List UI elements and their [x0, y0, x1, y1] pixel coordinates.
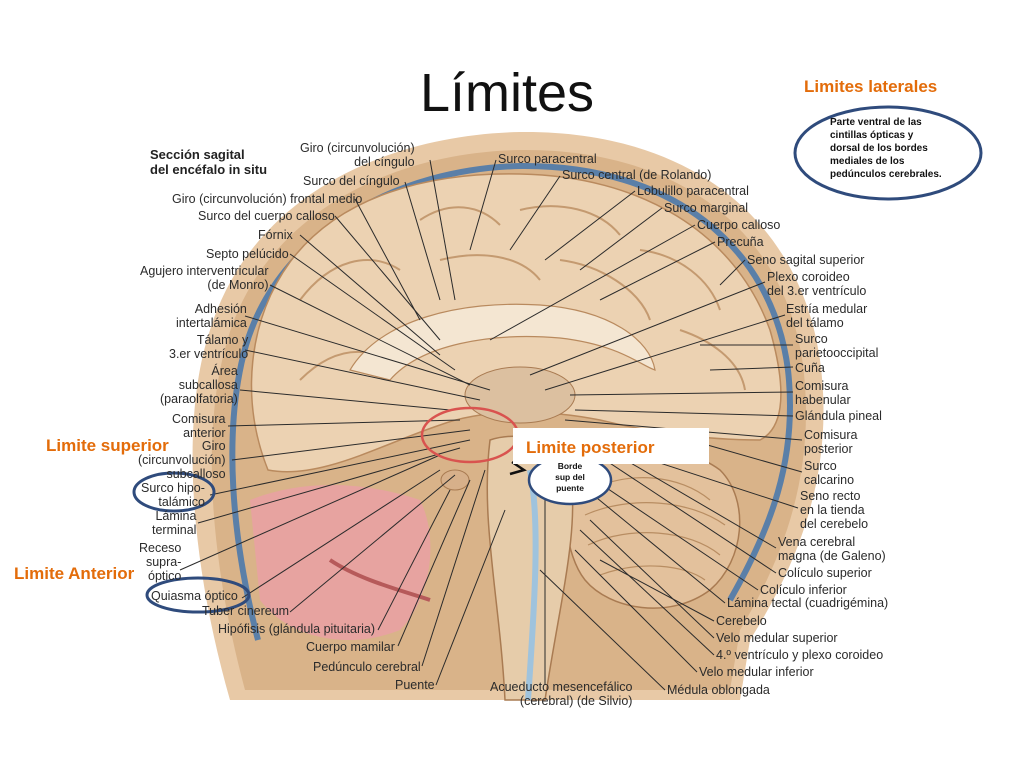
label-right: Comisura posterior — [804, 428, 858, 456]
label-right: Surco central (de Rolando) — [562, 168, 712, 182]
label-left: Giro (circunvolución) subcalloso — [138, 439, 226, 481]
label-left: Surco hipo- talámico — [141, 481, 205, 509]
label-left: Giro (circunvolución) del cíngulo — [300, 141, 415, 169]
label-left: Tuber cinereum — [202, 604, 290, 618]
arrow-icon — [509, 460, 527, 476]
label-right: Seno recto en la tienda del cerebelo — [800, 489, 869, 531]
nasal-tissue — [250, 485, 431, 640]
label-left: Comisura anterior — [172, 412, 226, 440]
label-right: Plexo coroideo del 3.er ventrículo — [767, 270, 867, 298]
label-left: Puente — [395, 678, 435, 692]
label-left: Surco del cíngulo — [303, 174, 400, 188]
thalamus — [464, 366, 576, 424]
lateral-limits-ellipse — [793, 105, 983, 201]
label-left: Médula oblongada — [667, 683, 770, 697]
lateral-limits-text: Parte ventral de las cintillas ópticas y… — [830, 117, 942, 180]
label-right: Seno sagital superior — [747, 253, 865, 267]
label-left: Giro (circunvolución) frontal medio — [172, 192, 363, 206]
label-left: Pedúnculo cerebral — [313, 660, 421, 674]
label-right: Surco paracentral — [498, 152, 597, 166]
label-left: Cuerpo mamilar — [306, 640, 395, 654]
optic-chiasm-circle — [145, 576, 251, 614]
label-right: Surco parietooccipital — [795, 332, 879, 360]
label-left: Septo pelúcido — [206, 247, 289, 261]
posterior-limit-label: Limite posterior — [526, 438, 655, 457]
label-right: Estría medular del tálamo — [786, 302, 868, 330]
label-left: Fórnix — [258, 228, 293, 242]
label-right: 4.º ventrículo y plexo coroideo — [716, 648, 884, 662]
label-left: Adhesión intertalámica — [176, 302, 247, 330]
section-heading: Sección sagital del encéfalo in situ — [150, 147, 267, 177]
label-right: Colículo superior — [778, 566, 872, 580]
label-right: Colículo inferior — [760, 583, 847, 597]
label-left: Tálamo y 3.er ventrículo — [169, 333, 249, 361]
posterior-limit-box — [513, 428, 709, 464]
label-left: Acueducto mesencefálico (cerebral) (de S… — [490, 680, 633, 708]
label-right: Comisura habenular — [795, 379, 851, 407]
label-right: Cuña — [795, 361, 825, 375]
label-left: Lámina terminal — [152, 509, 197, 537]
label-left: Hipófisis (glándula pituitaria) — [218, 622, 376, 636]
label-right: Vena cerebral magna (de Galeno) — [778, 535, 886, 563]
lateral-limits-title: Limites laterales — [804, 77, 938, 96]
anterior-limit-label: Limite Anterior — [14, 564, 135, 583]
label-right: Surco marginal — [664, 201, 749, 215]
label-left: Agujero interventricular (de Monro) — [140, 264, 269, 292]
hypothalamic-sulcus-circle — [132, 471, 216, 513]
label-left: Surco del cuerpo calloso — [198, 209, 335, 223]
label-right: Cerebelo — [716, 614, 767, 628]
section-heading-text: Sección sagital del encéfalo in situ — [150, 147, 268, 177]
label-left: Quiasma óptico — [151, 589, 238, 603]
label-right: Velo medular superior — [716, 631, 838, 645]
label-right: Cuerpo calloso — [697, 218, 781, 232]
label-right: Lobulillo paracentral — [637, 184, 749, 198]
label-right: Glándula pineal — [795, 409, 882, 423]
label-right: Surco calcarino — [804, 459, 855, 487]
superior-limit-label: Limite superior — [46, 436, 169, 455]
label-left: Receso supra- óptico — [139, 541, 182, 583]
label-right: Lámina tectal (cuadrigémina) — [727, 596, 889, 610]
borde-sup-puente-label: Borde sup del puente — [555, 461, 585, 493]
label-right: Velo medular inferior — [699, 665, 814, 679]
label-left: Área subcallosa (paraolfatoria) — [160, 364, 238, 406]
dura-blue — [229, 162, 794, 641]
label-right: Precuña — [717, 235, 764, 249]
slide-title: Límites — [420, 63, 595, 123]
